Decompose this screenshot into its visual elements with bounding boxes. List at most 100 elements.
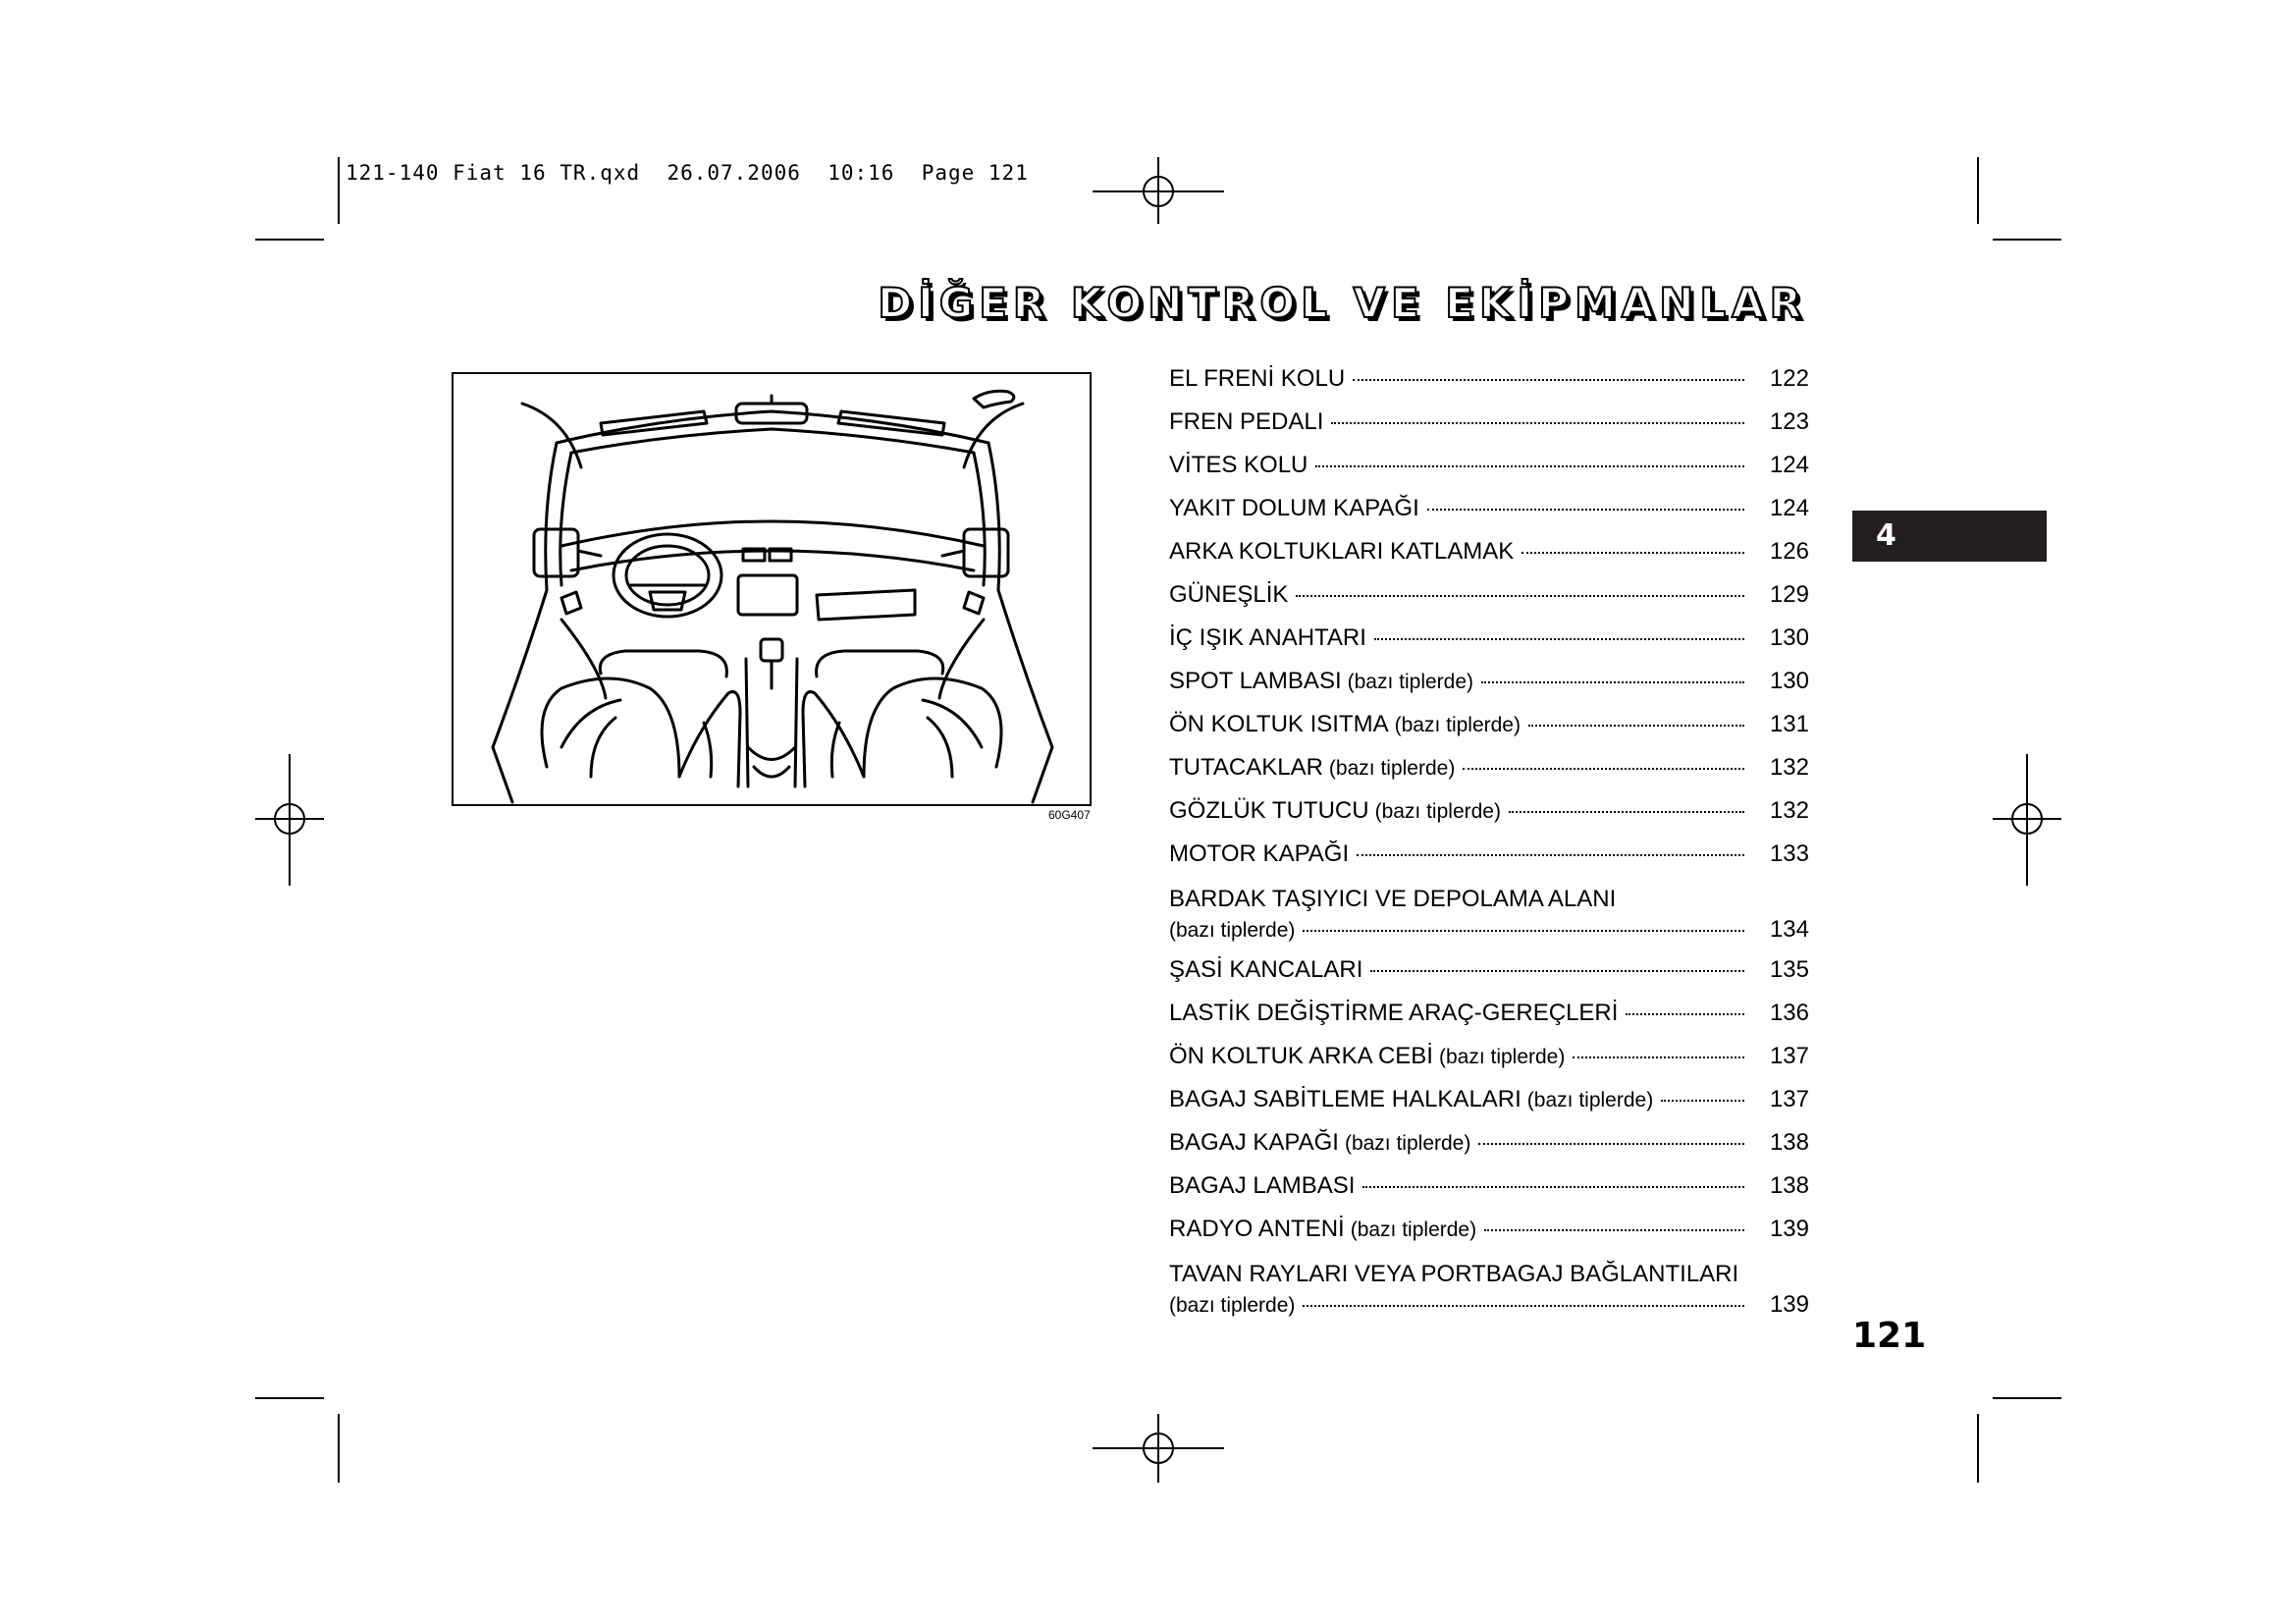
toc-item-page: 122 — [1769, 365, 1809, 392]
toc-item[interactable]: ŞASİ KANCALARI 135 — [1169, 956, 1809, 1000]
toc-item[interactable]: MOTOR KAPAĞI 133 — [1169, 840, 1809, 884]
toc-item-label: MOTOR KAPAĞI — [1169, 840, 1350, 867]
toc-item-label: BAGAJ SABİTLEME HALKALARI — [1169, 1086, 1522, 1112]
registration-mark-right — [1993, 754, 2061, 886]
toc-item-page: 138 — [1769, 1172, 1809, 1199]
toc-item-page: 137 — [1769, 1043, 1809, 1069]
car-interior-figure — [452, 372, 1092, 806]
toc-item[interactable]: GÜNEŞLİK 129 — [1169, 581, 1809, 624]
toc-item-page: 126 — [1769, 538, 1809, 565]
toc-item-label: İÇ IŞIK ANAHTARI — [1169, 624, 1366, 651]
toc-item[interactable]: FREN PEDALI 123 — [1169, 408, 1809, 452]
dot-leader — [1527, 725, 1744, 727]
dot-leader — [1353, 379, 1744, 381]
slug-page: Page 121 — [921, 161, 1029, 185]
dot-leader — [1463, 768, 1744, 770]
slug-date: 26.07.2006 — [667, 161, 801, 185]
dot-leader — [1522, 552, 1744, 554]
toc-item[interactable]: BAGAJ SABİTLEME HALKALARI (bazı tiplerde… — [1169, 1086, 1809, 1129]
toc-item[interactable]: YAKIT DOLUM KAPAĞI 124 — [1169, 495, 1809, 538]
registration-mark-top — [1093, 157, 1224, 224]
toc-item[interactable]: BAGAJ KAPAĞI (bazı tiplerde) 138 — [1169, 1129, 1809, 1172]
toc-item[interactable]: ARKA KOLTUKLARI KATLAMAK 126 — [1169, 538, 1809, 581]
toc-item-note: (bazı tiplerde) — [1169, 919, 1296, 942]
registration-mark-left — [255, 754, 324, 886]
toc-item-page: 139 — [1769, 1216, 1809, 1242]
toc-item-note: (bazı tiplerde) — [1347, 671, 1474, 693]
toc-item-label: BAGAJ LAMBASI — [1169, 1172, 1356, 1199]
toc-item[interactable]: LASTİK DEĞİŞTİRME ARAÇ-GEREÇLERİ 136 — [1169, 1000, 1809, 1043]
dot-leader — [1357, 854, 1744, 856]
toc-item[interactable]: BAGAJ LAMBASI 138 — [1169, 1172, 1809, 1216]
toc-item-note: (bazı tiplerde) — [1374, 800, 1501, 823]
registration-mark-bottom — [1093, 1414, 1224, 1483]
toc-item-label: YAKIT DOLUM KAPAĞI — [1169, 495, 1419, 521]
toc-item-page: 133 — [1769, 840, 1809, 867]
toc-item-note: (bazı tiplerde) — [1169, 1294, 1296, 1317]
toc-item-label: TAVAN RAYLARI VEYA PORTBAGAJ BAĞLANTILAR… — [1169, 1261, 1739, 1287]
toc-item[interactable]: TUTACAKLAR (bazı tiplerde) 132 — [1169, 754, 1809, 797]
toc-item-label: ÖN KOLTUK ISITMA — [1169, 711, 1389, 737]
toc-item-note: (bazı tiplerde) — [1344, 1132, 1471, 1155]
toc-item-label: BAGAJ KAPAĞI — [1169, 1129, 1339, 1156]
toc-item-page: 131 — [1769, 711, 1809, 737]
toc-item-page: 130 — [1769, 668, 1809, 694]
toc-item[interactable]: BARDAK TAŞIYICI VE DEPOLAMA ALANI (bazı … — [1169, 884, 1809, 956]
table-of-contents: EL FRENİ KOLU 122 FREN PEDALI 123 VİTES … — [1169, 365, 1809, 1331]
toc-item[interactable]: RADYO ANTENİ (bazı tiplerde) 139 — [1169, 1216, 1809, 1259]
dot-leader — [1573, 1056, 1744, 1058]
dot-leader — [1303, 1305, 1744, 1307]
toc-item-page: 135 — [1769, 956, 1809, 983]
toc-item[interactable]: İÇ IŞIK ANAHTARI 130 — [1169, 624, 1809, 668]
print-slug: 121-140 Fiat 16 TR.qxd 26.07.2006 10:16 … — [346, 161, 1029, 185]
slug-file: 121-140 Fiat 16 TR.qxd — [346, 161, 641, 185]
slug-time: 10:16 — [828, 161, 895, 185]
toc-item-page: 139 — [1769, 1291, 1809, 1318]
toc-item-page: 137 — [1769, 1086, 1809, 1112]
toc-item[interactable]: ÖN KOLTUK ARKA CEBİ (bazı tiplerde) 137 — [1169, 1043, 1809, 1086]
toc-item-label: VİTES KOLU — [1169, 452, 1308, 478]
toc-item[interactable]: GÖZLÜK TUTUCU (bazı tiplerde) 132 — [1169, 797, 1809, 840]
dot-leader — [1626, 1013, 1744, 1015]
dot-leader — [1508, 811, 1744, 813]
toc-item-label: ARKA KOLTUKLARI KATLAMAK — [1169, 538, 1515, 565]
toc-item-note: (bazı tiplerde) — [1526, 1089, 1654, 1111]
toc-item[interactable]: SPOT LAMBASI (bazı tiplerde) 130 — [1169, 668, 1809, 711]
toc-item-page: 136 — [1769, 1000, 1809, 1026]
toc-item-label: RADYO ANTENİ — [1169, 1216, 1345, 1242]
toc-item-page: 132 — [1769, 797, 1809, 824]
toc-item-label: SPOT LAMBASI — [1169, 668, 1342, 694]
toc-item-label: GÖZLÜK TUTUCU — [1169, 797, 1369, 824]
toc-item-page: 129 — [1769, 581, 1809, 608]
dot-leader — [1481, 681, 1744, 683]
toc-item-label: EL FRENİ KOLU — [1169, 365, 1346, 392]
toc-item-note: (bazı tiplerde) — [1438, 1046, 1566, 1068]
toc-item-page: 134 — [1769, 916, 1809, 943]
toc-item-label: FREN PEDALI — [1169, 408, 1324, 435]
toc-item-note: (bazı tiplerde) — [1350, 1218, 1477, 1241]
toc-item-page: 132 — [1769, 754, 1809, 781]
toc-item-page: 124 — [1769, 495, 1809, 521]
car-interior-illustration — [491, 389, 1054, 804]
page-title: DİĞER KONTROL VE EKİPMANLAR — [877, 278, 1807, 328]
toc-item[interactable]: ÖN KOLTUK ISITMA (bazı tiplerde) 131 — [1169, 711, 1809, 754]
toc-item-label: BARDAK TAŞIYICI VE DEPOLAMA ALANI — [1169, 886, 1617, 912]
toc-item-label: GÜNEŞLİK — [1169, 581, 1289, 608]
toc-item-page: 130 — [1769, 624, 1809, 651]
toc-item[interactable]: VİTES KOLU 124 — [1169, 452, 1809, 495]
chapter-tab: 4 — [1852, 511, 2047, 562]
toc-item-label: ŞASİ KANCALARI — [1169, 956, 1363, 983]
dot-leader — [1296, 595, 1744, 597]
toc-item-note: (bazı tiplerde) — [1328, 757, 1456, 780]
dot-leader — [1303, 930, 1744, 932]
dot-leader — [1478, 1143, 1744, 1145]
toc-item-label: TUTACAKLAR — [1169, 754, 1323, 781]
toc-item-page: 138 — [1769, 1129, 1809, 1156]
dot-leader — [1426, 509, 1744, 511]
toc-item-label: LASTİK DEĞİŞTİRME ARAÇ-GEREÇLERİ — [1169, 1000, 1619, 1026]
toc-item-label: ÖN KOLTUK ARKA CEBİ — [1169, 1043, 1433, 1069]
dot-leader — [1661, 1100, 1744, 1102]
toc-item[interactable]: TAVAN RAYLARI VEYA PORTBAGAJ BAĞLANTILAR… — [1169, 1259, 1809, 1331]
toc-item[interactable]: EL FRENİ KOLU 122 — [1169, 365, 1809, 408]
